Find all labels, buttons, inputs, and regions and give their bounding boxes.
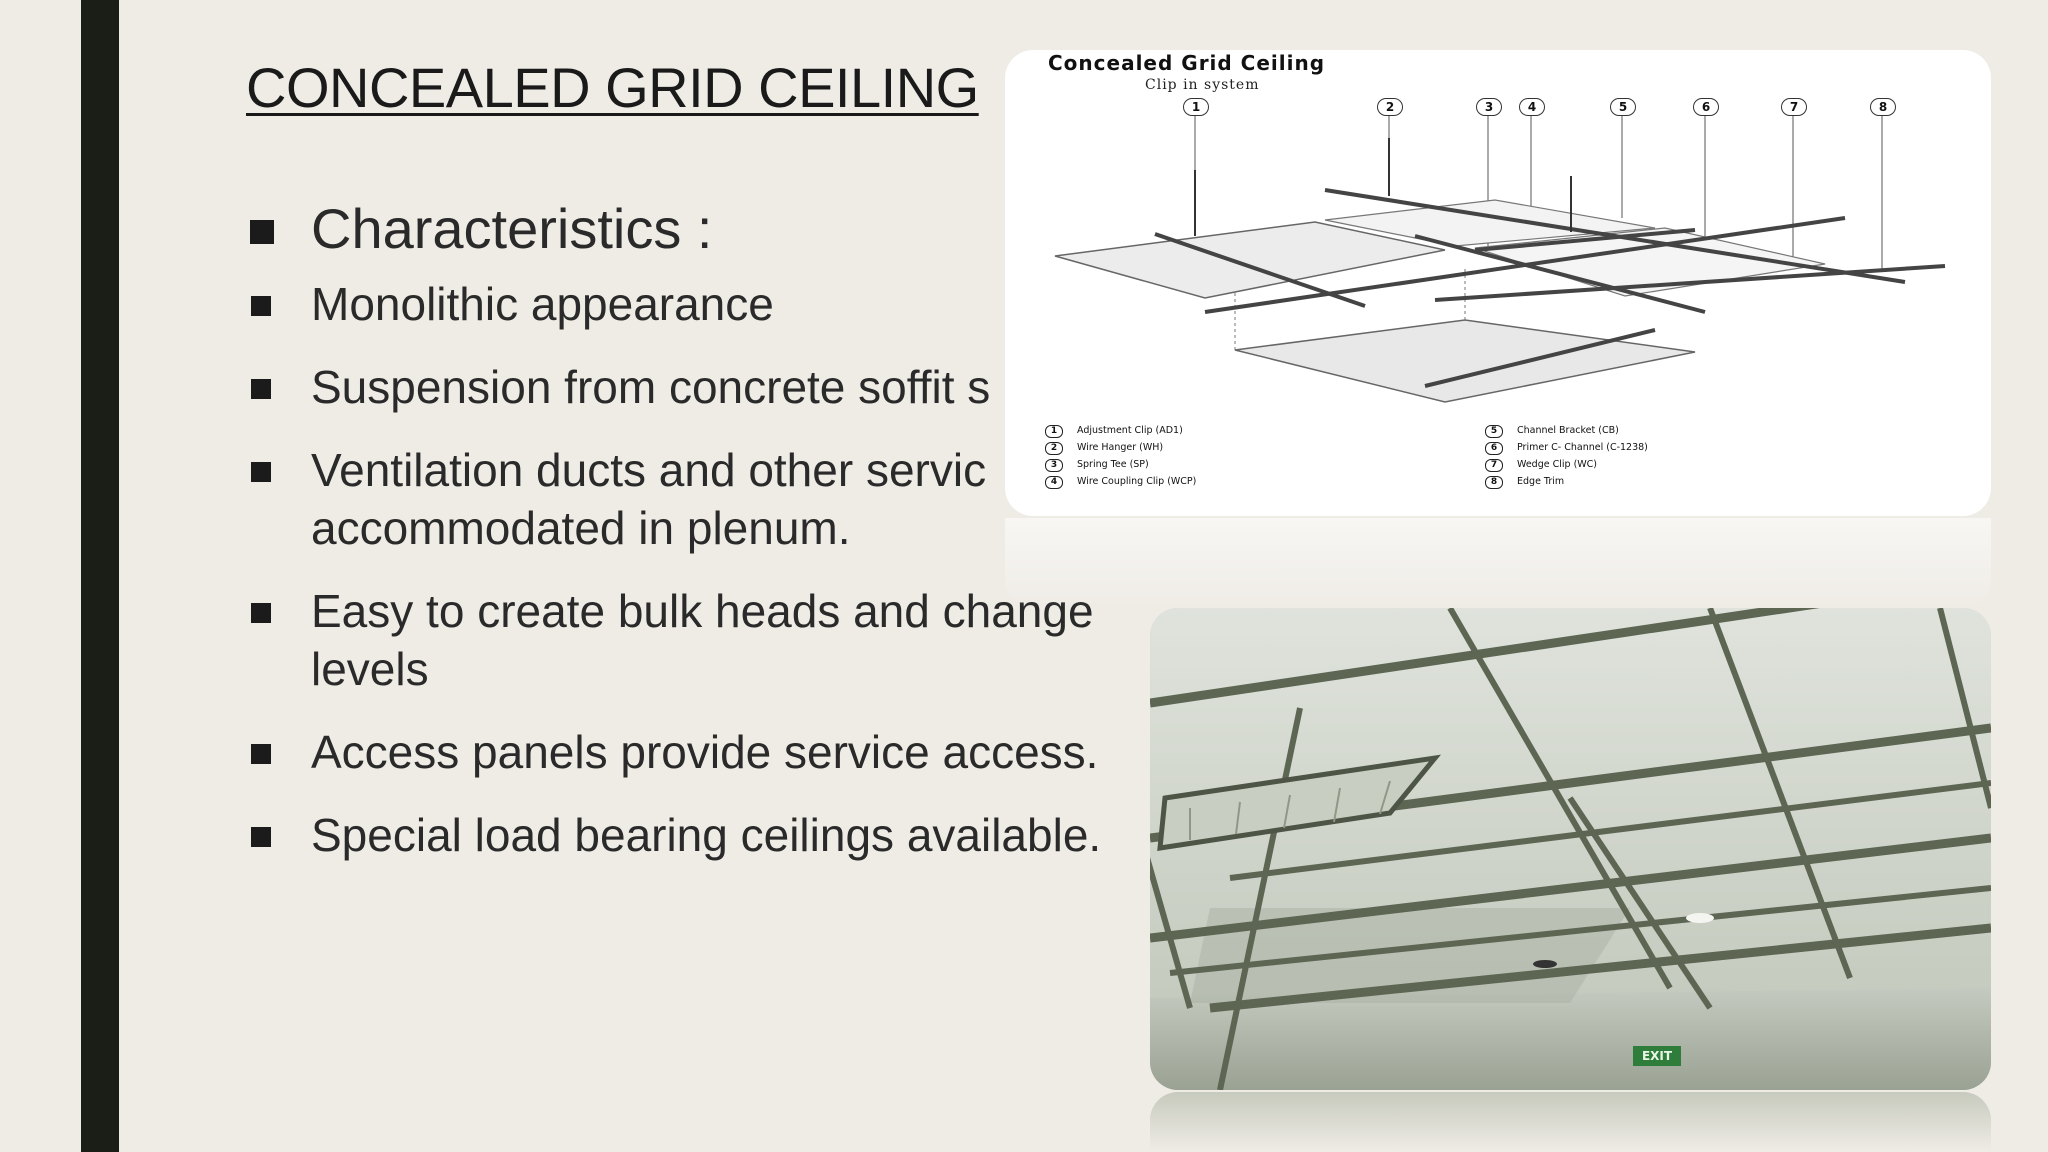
diagram-subtitle: Clip in system [1145,77,1260,93]
bullet-ventilation: Ventilation ducts and other servic accom… [246,441,1146,557]
diagram-reflection [1005,518,1991,608]
diagram-callout: 6 [1693,98,1719,116]
exit-sign: EXIT [1633,1046,1681,1066]
bullet-marker [251,379,271,399]
bullet-list: Characteristics : Monolithic appearance … [246,195,1146,889]
ceiling-diagram-image: Concealed Grid Ceiling Clip in system 1 … [1005,50,1991,516]
slide-title: CONCEALED GRID CEILING [246,56,979,119]
bullet-text: Special load bearing ceilings available. [311,809,1102,861]
ceiling-photo: EXIT [1150,608,1991,1090]
bullet-marker [251,603,271,623]
bullet-marker [251,827,271,847]
bullet-marker [250,220,274,244]
bullet-text: Characteristics : [311,197,713,260]
diagram-callout: 5 [1610,98,1636,116]
diagram-callout: 3 [1476,98,1502,116]
bullet-text: Ventilation ducts and other servic [311,444,987,496]
diagram-title: Concealed Grid Ceiling [1048,51,1326,75]
left-accent-bar [81,0,119,1152]
diagram-callout: 7 [1781,98,1807,116]
ceiling-grid-drawing [1054,116,1946,403]
bullet-load-bearing: Special load bearing ceilings available. [246,806,1146,864]
bullet-text: Easy to create bulk heads and change [311,585,1094,637]
bullet-monolithic: Monolithic appearance [246,275,1146,333]
bullet-marker [251,744,271,764]
bullet-marker [251,296,271,316]
diagram-callout: 2 [1377,98,1403,116]
bullet-characteristics: Characteristics : [246,195,1146,263]
photo-reflection [1150,1092,1991,1152]
bullet-suspension: Suspension from concrete soffit s [246,358,1146,416]
diagram-callout: 1 [1183,98,1209,116]
bullet-text-continued: levels [311,643,429,695]
bullet-text: Suspension from concrete soffit s [311,361,991,413]
bullet-text: Monolithic appearance [311,278,774,330]
bullet-access-panels: Access panels provide service access. [246,723,1146,781]
bullet-text-continued: accommodated in plenum. [311,502,851,554]
diagram-callout: 8 [1870,98,1896,116]
bullet-marker [251,462,271,482]
ceiling-photo-drawing [1150,608,1991,1090]
bullet-text: Access panels provide service access. [311,726,1099,778]
diagram-callout: 4 [1519,98,1545,116]
bullet-bulkheads: Easy to create bulk heads and change lev… [246,582,1146,698]
